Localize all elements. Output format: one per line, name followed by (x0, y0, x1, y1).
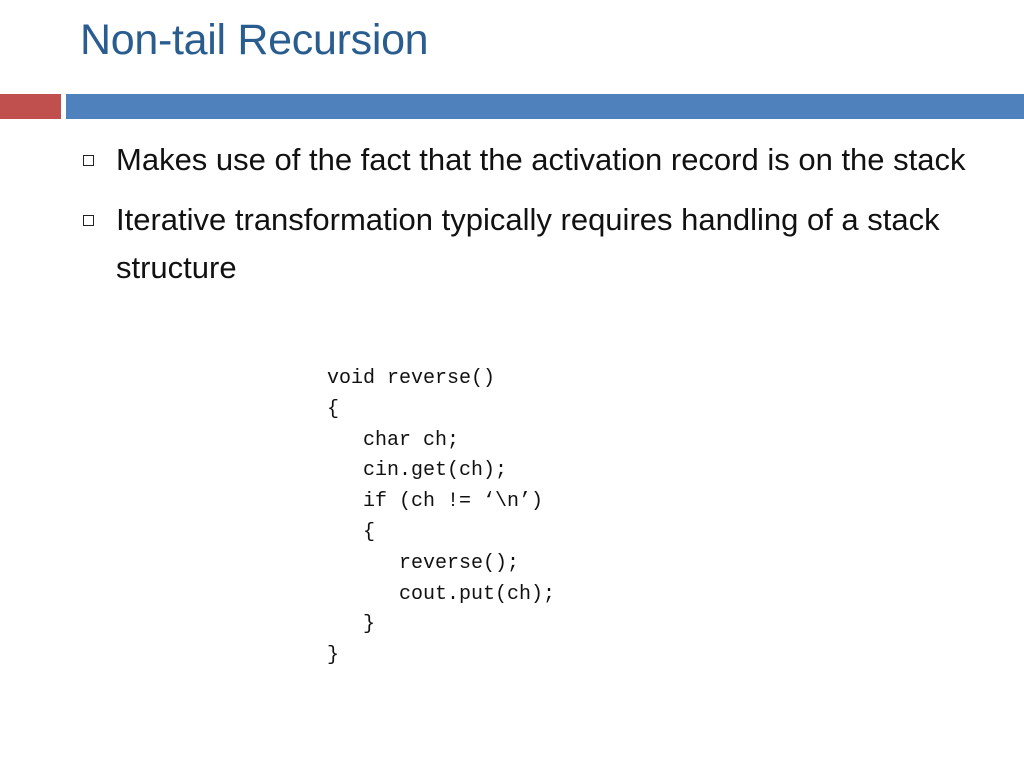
code-line: { (327, 397, 340, 421)
code-line: { (327, 520, 376, 544)
code-line: char ch; (327, 428, 460, 452)
bullet-list: Makes use of the fact that the activatio… (80, 136, 980, 304)
bullet-text: Iterative transformation typically requi… (116, 202, 940, 285)
code-line: void reverse() (327, 367, 496, 390)
code-line: } (327, 644, 340, 668)
code-line: cin.get(ch); (327, 459, 508, 483)
slide-title: Non-tail Recursion (80, 16, 429, 64)
title-underline-accent-right (66, 94, 1024, 119)
code-line: cout.put(ch); (327, 582, 556, 606)
hollow-square-icon (83, 215, 94, 226)
bullet-text: Makes use of the fact that the activatio… (116, 142, 966, 177)
bullet-item: Iterative transformation typically requi… (80, 196, 980, 292)
hollow-square-icon (83, 155, 94, 166)
code-line: if (ch != ‘\n’) (327, 490, 544, 514)
title-underline-accent-left (0, 94, 61, 119)
bullet-item: Makes use of the fact that the activatio… (80, 136, 980, 184)
code-line: reverse(); (327, 551, 520, 575)
code-line: } (327, 613, 376, 637)
code-block: void reverse() { char ch; cin.get(ch); i… (327, 364, 555, 672)
